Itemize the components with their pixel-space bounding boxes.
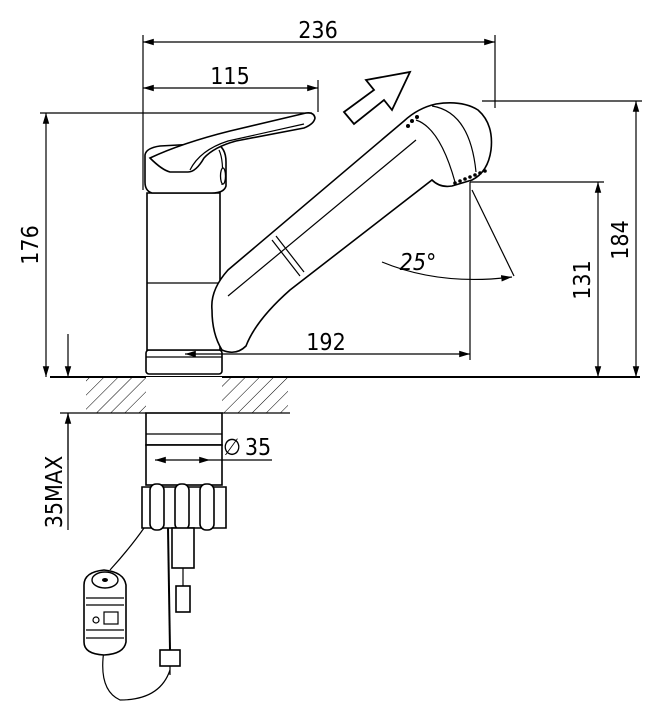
dim-115-label: 115 <box>210 64 250 90</box>
dim-spout-reach: 192 <box>185 182 471 360</box>
lever-handle <box>148 112 316 173</box>
mounting-shank <box>145 412 223 486</box>
dim-25deg-label: 25° <box>400 250 437 276</box>
button-dots <box>406 115 419 128</box>
counterweight <box>83 569 127 656</box>
dim-184-label: 184 <box>608 220 634 260</box>
dim-hole-diameter: ∅ 35 <box>155 435 272 464</box>
countertop <box>50 376 640 414</box>
supply-hoses <box>102 527 195 701</box>
dim-35-label: 35 <box>245 435 271 461</box>
spray-nozzle-holes <box>453 169 487 185</box>
pullout-spout <box>211 102 493 354</box>
mounting-nut <box>141 483 227 531</box>
dim-131-label: 131 <box>570 260 596 300</box>
dim-35max-label: 35MAX <box>42 456 68 529</box>
dim-body-height: 176 <box>18 112 312 377</box>
dim-236-label: 236 <box>298 18 338 44</box>
dim-max-thickness: 35MAX <box>42 334 72 530</box>
arrow-up-right-icon <box>342 70 412 126</box>
faucet-body <box>144 142 227 375</box>
dim-192-label: 192 <box>306 330 346 356</box>
dim-lever-length: 115 <box>143 64 319 112</box>
dim-top-height: 184 <box>482 100 642 377</box>
diameter-symbol: ∅ <box>223 435 241 461</box>
dim-outlet-height: 131 <box>470 181 604 377</box>
dim-176-label: 176 <box>18 225 44 265</box>
dim-pullout-angle: 25° <box>381 189 515 282</box>
